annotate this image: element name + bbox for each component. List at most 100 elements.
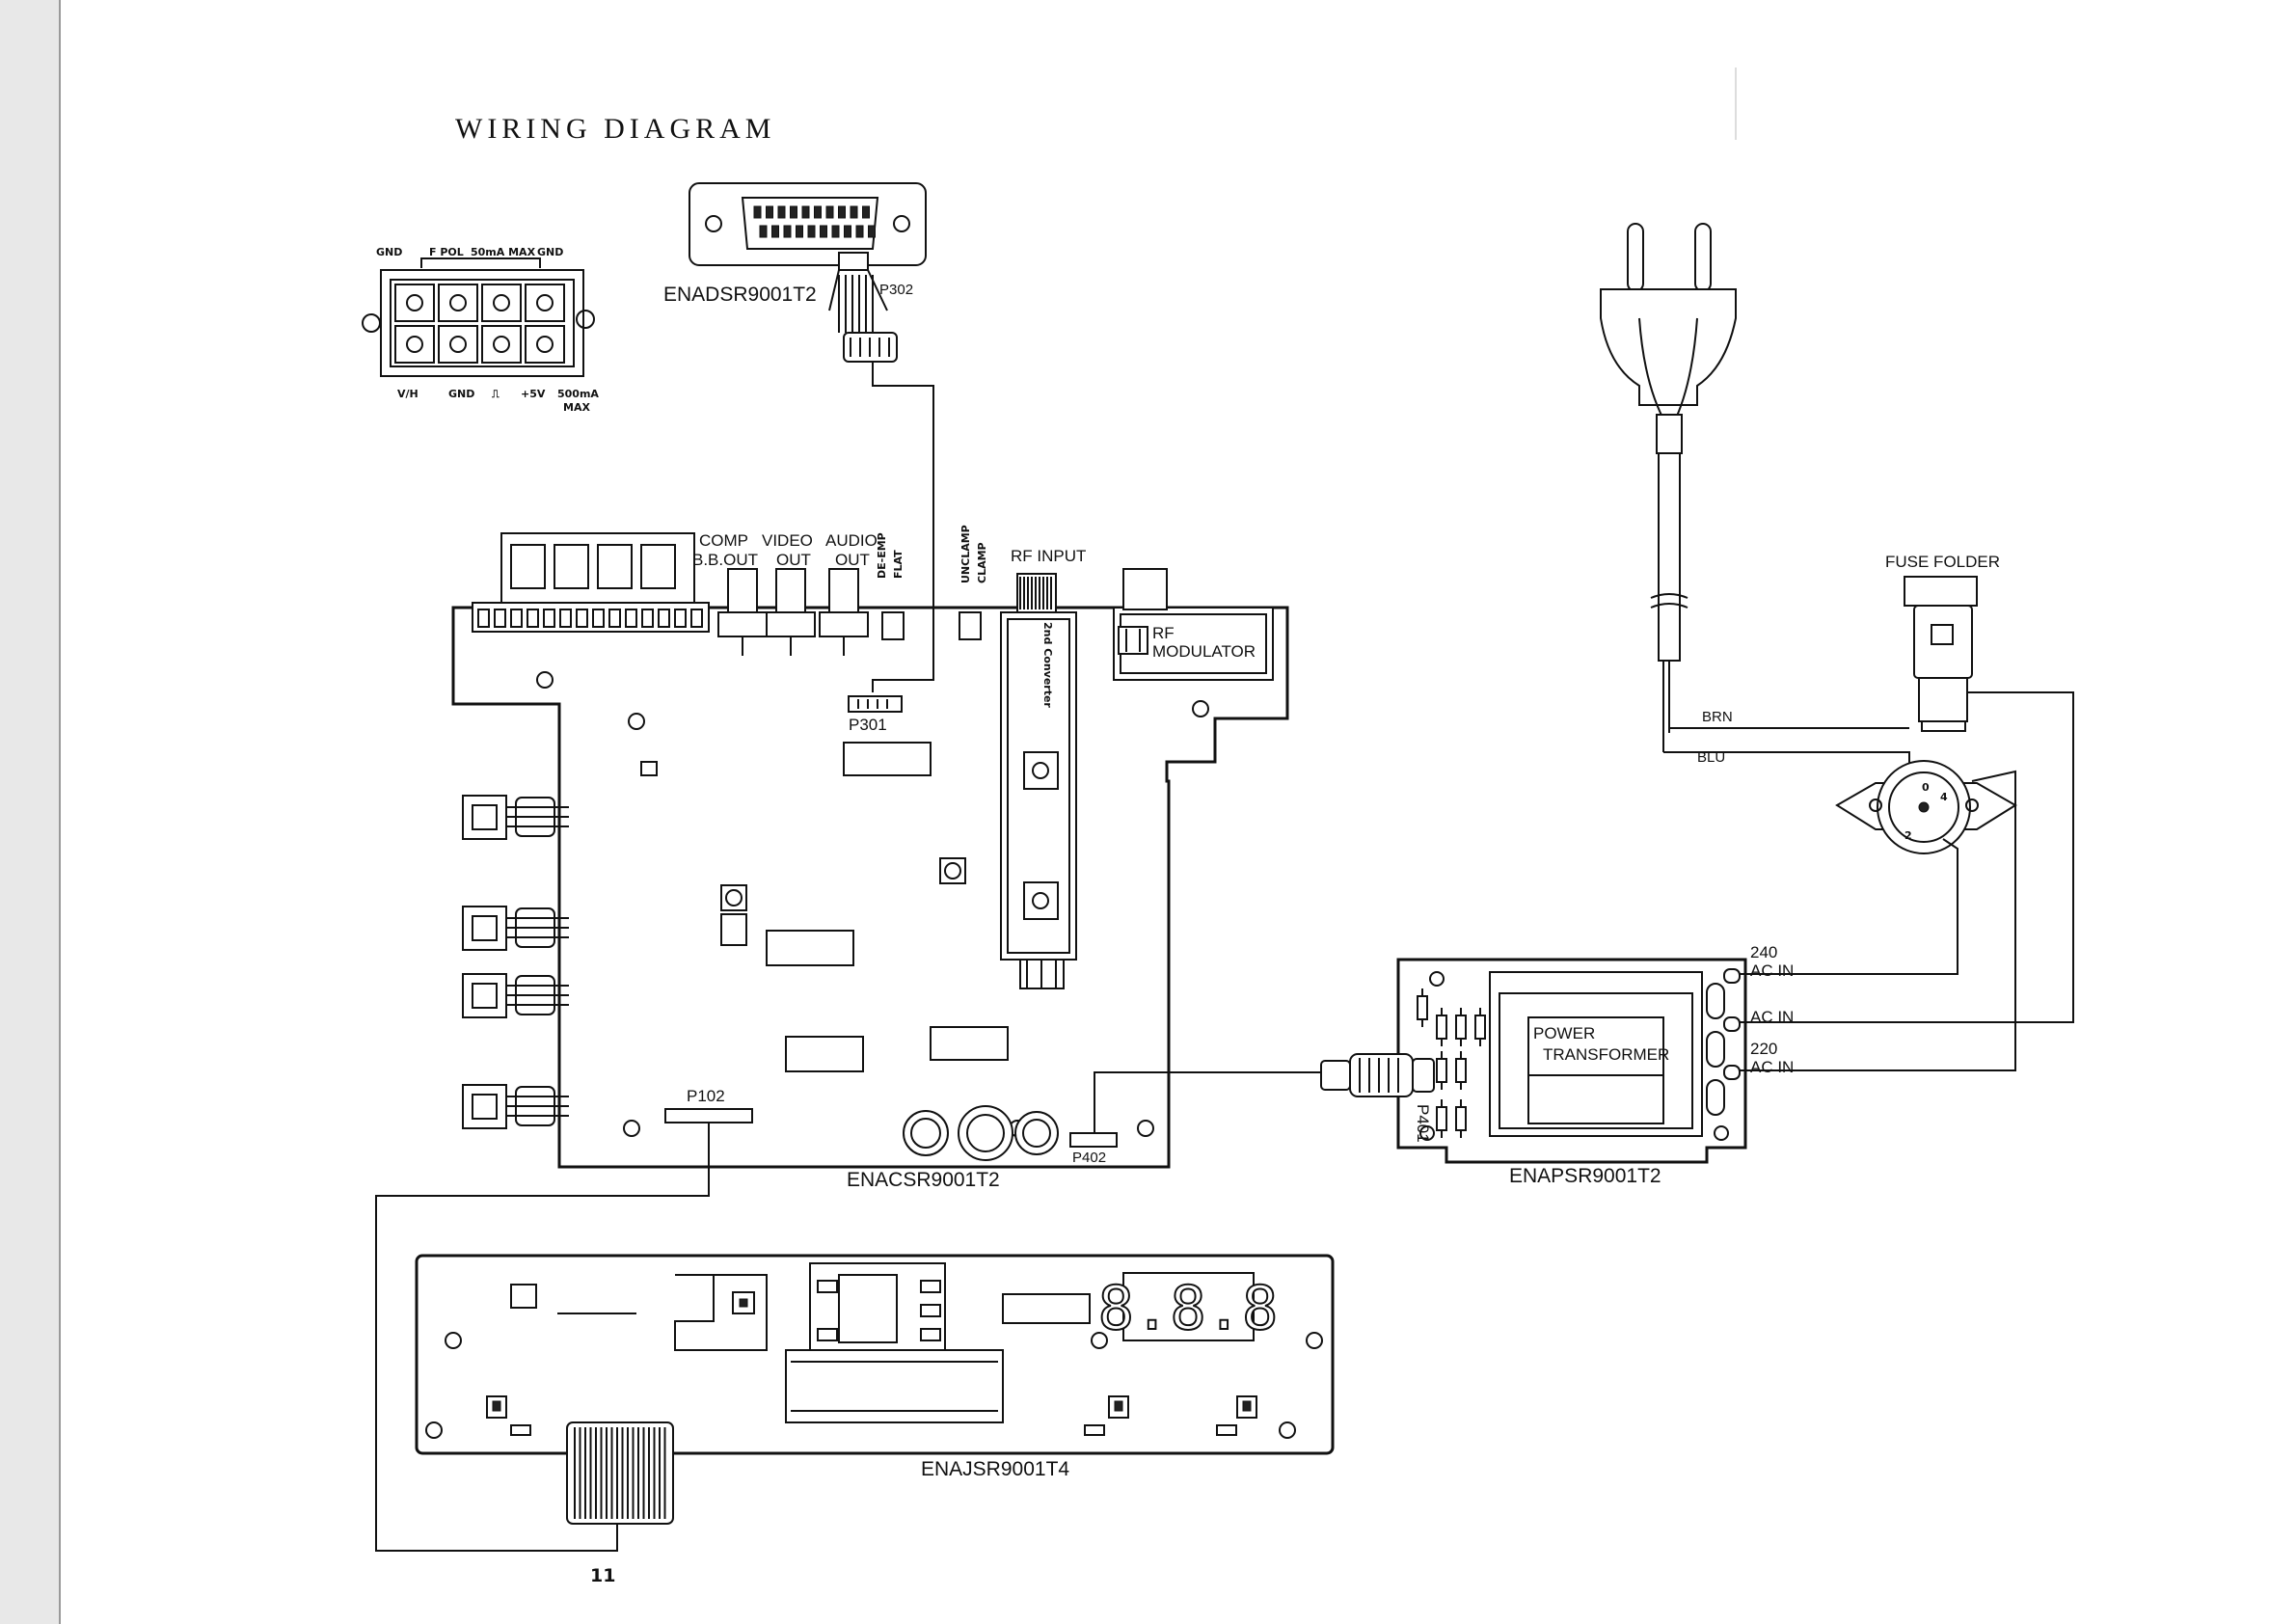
regulator-tab: [472, 983, 498, 1009]
scart-pin: [796, 225, 803, 238]
svg-text:220: 220: [1750, 1040, 1777, 1058]
svg-text:DE-EMP: DE-EMP: [876, 532, 888, 579]
p102-connector: [664, 1108, 753, 1123]
regulator-tab: [472, 1094, 498, 1120]
scart-pin: [825, 205, 834, 219]
svg-text:AC IN: AC IN: [1750, 1058, 1794, 1076]
svg-text:500mA: 500mA: [557, 388, 599, 400]
brn-wire: [1668, 727, 1909, 733]
main-board: [451, 532, 1289, 1169]
strip-terminal: [658, 609, 670, 628]
svg-text:AC IN: AC IN: [1750, 961, 1794, 980]
transformer-label-1: POWER: [1533, 1024, 1595, 1042]
scart-pin: [820, 225, 827, 238]
scart-pin: [759, 225, 768, 238]
scart-pin: [753, 205, 762, 219]
p302-label: P302: [879, 282, 913, 298]
svg-text:VIDEO: VIDEO: [762, 531, 813, 550]
scart-pin: [771, 225, 779, 238]
strip-terminal: [608, 609, 621, 628]
brn-label: BRN: [1702, 709, 1733, 725]
main-board-label: ENACSR9001T2: [847, 1169, 1000, 1191]
svg-text:0: 0: [1922, 781, 1930, 794]
svg-text:F POL: F POL: [429, 246, 464, 258]
p402-to-p401-wire: [1094, 1071, 1321, 1133]
scart-pin: [777, 205, 786, 219]
display-digits: 8.8.8: [1098, 1273, 1279, 1343]
transformer-label-2: TRANSFORMER: [1543, 1045, 1669, 1064]
scart-pin: [844, 225, 851, 238]
p102-to-front-wire: [375, 1123, 710, 1552]
svg-text:CLAMP: CLAMP: [976, 542, 988, 583]
strip-terminal: [641, 609, 654, 628]
power-board: [1396, 958, 1747, 1164]
p302-cable: [838, 275, 898, 363]
p402-connector: [1069, 1132, 1118, 1148]
scart-pin: [831, 225, 840, 238]
svg-text:FLAT: FLAT: [892, 550, 905, 579]
strip-terminal: [592, 609, 605, 628]
resistor: [1436, 1106, 1447, 1131]
resistor: [1436, 1015, 1447, 1040]
svg-text:RF: RF: [1152, 624, 1175, 642]
fuse-to-transformer-wire: [1736, 691, 2074, 1023]
svg-text:B.B.OUT: B.B.OUT: [692, 551, 758, 569]
regulator-tab: [472, 804, 498, 830]
resistor: [1455, 1106, 1467, 1131]
svg-text:⎍: ⎍: [491, 388, 500, 400]
svg-text:V/H: V/H: [397, 388, 419, 400]
p301-label: P301: [849, 716, 887, 734]
svg-text:GND: GND: [537, 246, 563, 258]
front-board-label: ENAJSR9001T4: [921, 1458, 1069, 1480]
fuse-label: FUSE FOLDER: [1885, 553, 2000, 571]
p401-label: P401: [1414, 1104, 1432, 1143]
screw-left-icon: [362, 313, 381, 333]
strip-terminal: [494, 609, 506, 628]
scart-pin: [766, 205, 773, 219]
p402-label: P402: [1072, 1150, 1106, 1166]
screw-right-icon: [576, 310, 595, 329]
converter-label: 2nd Converter: [1041, 622, 1054, 708]
p401-cable: [1320, 1053, 1435, 1097]
regulator: [462, 906, 507, 951]
scart-pin: [850, 205, 858, 219]
resistor: [1436, 1058, 1447, 1083]
svg-text:+5V: +5V: [521, 388, 546, 400]
strip-terminal: [527, 609, 539, 628]
scart-pin: [783, 225, 792, 238]
scart-pin: [855, 225, 864, 238]
p301-connector: [848, 695, 903, 713]
scart-connector: [689, 182, 927, 311]
svg-text:UNCLAMP: UNCLAMP: [959, 525, 972, 583]
scart-pin: [801, 205, 810, 219]
tuner-module: 2nd Converter: [1000, 573, 1077, 989]
scart-pin: [838, 205, 846, 219]
p302-to-p301-wire: [872, 362, 934, 692]
resistor: [1474, 1015, 1486, 1040]
scan-edge: [0, 0, 60, 1624]
scart-pin: [868, 225, 876, 238]
svg-text:4: 4: [1940, 791, 1948, 803]
rf-modulator: [1113, 568, 1274, 681]
strip-terminal: [674, 609, 687, 628]
scart-board-label: ENADSR9001T2: [663, 284, 817, 306]
strip-terminal: [559, 609, 572, 628]
power-board-label: ENAPSR9001T2: [1509, 1165, 1661, 1187]
scart-pin: [862, 205, 870, 219]
svg-text:2: 2: [1904, 829, 1912, 842]
regulator: [462, 795, 507, 840]
front-board: 8.8.8: [415, 1254, 1335, 1525]
strip-terminal: [477, 609, 490, 628]
svg-text:GND: GND: [376, 246, 402, 258]
resistor: [1417, 995, 1428, 1020]
svg-text:RF INPUT: RF INPUT: [1011, 547, 1086, 565]
voltage-selector: 2 4 0: [1835, 760, 2017, 854]
resistor: [1455, 1058, 1467, 1083]
regulator-tab: [472, 915, 498, 941]
scart-pin: [807, 225, 816, 238]
regulator: [462, 1084, 507, 1129]
p102-label: P102: [687, 1087, 725, 1105]
svg-text:MODULATOR: MODULATOR: [1152, 642, 1256, 661]
svg-text:COMP: COMP: [699, 531, 748, 550]
